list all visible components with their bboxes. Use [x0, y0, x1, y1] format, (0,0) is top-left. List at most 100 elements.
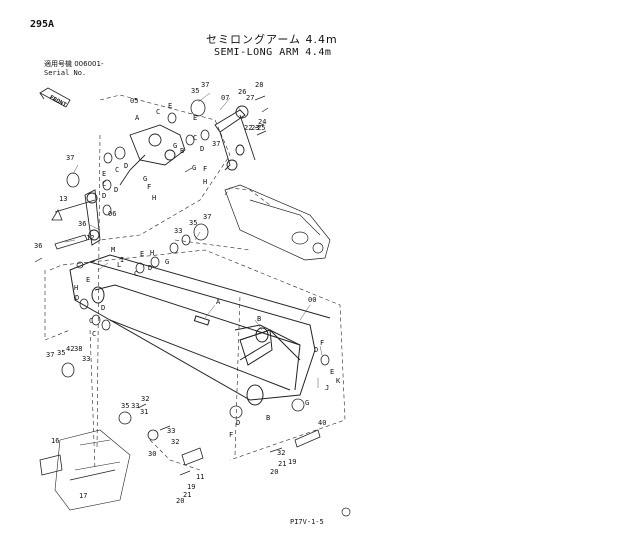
callout: C [115, 166, 119, 174]
callout: 20 [176, 497, 184, 505]
callout: 33 [131, 402, 139, 410]
callout: F [320, 339, 324, 347]
leader-lines [64, 92, 323, 388]
callout: 36 [78, 220, 86, 228]
callout: H [150, 249, 154, 257]
callout: 33 [82, 355, 90, 363]
callout: D [124, 162, 128, 170]
callout: E [168, 102, 172, 110]
callout: F [229, 431, 233, 439]
callout: 32 [141, 395, 149, 403]
page-code: 295A [30, 19, 55, 30]
callout: E [86, 276, 90, 284]
bushings [61, 99, 330, 441]
callout: 27 [246, 94, 254, 102]
callout: C [102, 180, 106, 188]
callout: C [89, 317, 93, 325]
callout: 37 [203, 213, 211, 221]
callout: 42 [66, 345, 74, 353]
callout: E [140, 250, 144, 258]
callout: C [156, 108, 160, 116]
callout: H [74, 284, 78, 292]
callout: B [257, 315, 261, 323]
callout: B [266, 414, 270, 422]
arm-body [69, 254, 331, 406]
callout: H [203, 178, 207, 186]
callout: C [134, 270, 138, 278]
callout: 11 [196, 473, 204, 481]
callout: 24 [258, 118, 266, 126]
callout: G [173, 142, 177, 150]
front-arrow-icon [39, 87, 71, 108]
page-title: SEMI-LONG ARM 4.4m [214, 47, 332, 58]
callout: 40 [318, 419, 326, 427]
callout: E [193, 114, 197, 122]
callout: A [135, 114, 140, 122]
callout: 12 [86, 234, 94, 242]
callout: E [102, 170, 106, 178]
callout: 00 [308, 296, 316, 304]
callout: E [330, 368, 334, 376]
callout: 26 [238, 88, 246, 96]
serial-label: Serial No. [44, 69, 87, 77]
bolts [34, 95, 283, 476]
callout: L [117, 261, 121, 269]
callout: 36 [34, 242, 42, 250]
callout: 35 [191, 87, 199, 95]
callout: 05 [130, 97, 138, 105]
callout: 35 [121, 402, 129, 410]
callout: C [92, 330, 96, 338]
callout: 22 [244, 124, 252, 132]
callout: 32 [171, 438, 179, 446]
callout: 23 [251, 124, 259, 132]
callout: 37 [66, 154, 74, 162]
link-set [84, 105, 256, 246]
registered-mark-icon [341, 507, 351, 517]
callout: J [325, 384, 329, 392]
callout: 16 [51, 437, 59, 445]
page-title-japanese: セミロングアーム 4.4m [206, 33, 338, 46]
callout: 33 [174, 227, 182, 235]
callout: 19 [187, 483, 195, 491]
callout: B [180, 147, 184, 155]
callout: 38 [74, 345, 82, 353]
callout: 33 [167, 427, 175, 435]
callout: D [101, 304, 105, 312]
callout: M [111, 246, 115, 254]
callout: D [236, 419, 240, 427]
callout: 07 [221, 94, 229, 102]
callout: 17 [79, 492, 87, 500]
callout: G [165, 258, 169, 266]
callout: 21 [183, 491, 191, 499]
callout: 32 [277, 449, 285, 457]
callout: 19 [288, 458, 296, 466]
callout: 13 [59, 195, 67, 203]
callout: 37 [201, 81, 209, 89]
callout: 31 [140, 408, 148, 416]
callout: D [102, 192, 106, 200]
callout: 06 [108, 210, 116, 218]
callout: 30 [148, 450, 156, 458]
callout: 37 [46, 351, 54, 359]
callout: 37 [212, 140, 220, 148]
callout: D [75, 294, 79, 302]
callout: 28 [255, 81, 263, 89]
serial-label-japanese: 適用号機 006001- [44, 60, 104, 68]
side-cutter-parts [54, 429, 131, 511]
callout: D [314, 346, 318, 354]
callout: 20 [270, 468, 278, 476]
callout: G [305, 399, 309, 407]
callout: F [203, 165, 207, 173]
callout: 25 [257, 124, 265, 132]
page-reference: PI7V-1-5 [290, 518, 324, 526]
callout: D [114, 186, 118, 194]
boom-background [224, 184, 331, 261]
callout: 35 [57, 349, 65, 357]
callout: H [152, 194, 156, 202]
callout: G [143, 175, 147, 183]
callout: D [148, 264, 152, 272]
callout: 35 [189, 219, 197, 227]
callout: I [120, 256, 124, 264]
callout: C [193, 134, 197, 142]
